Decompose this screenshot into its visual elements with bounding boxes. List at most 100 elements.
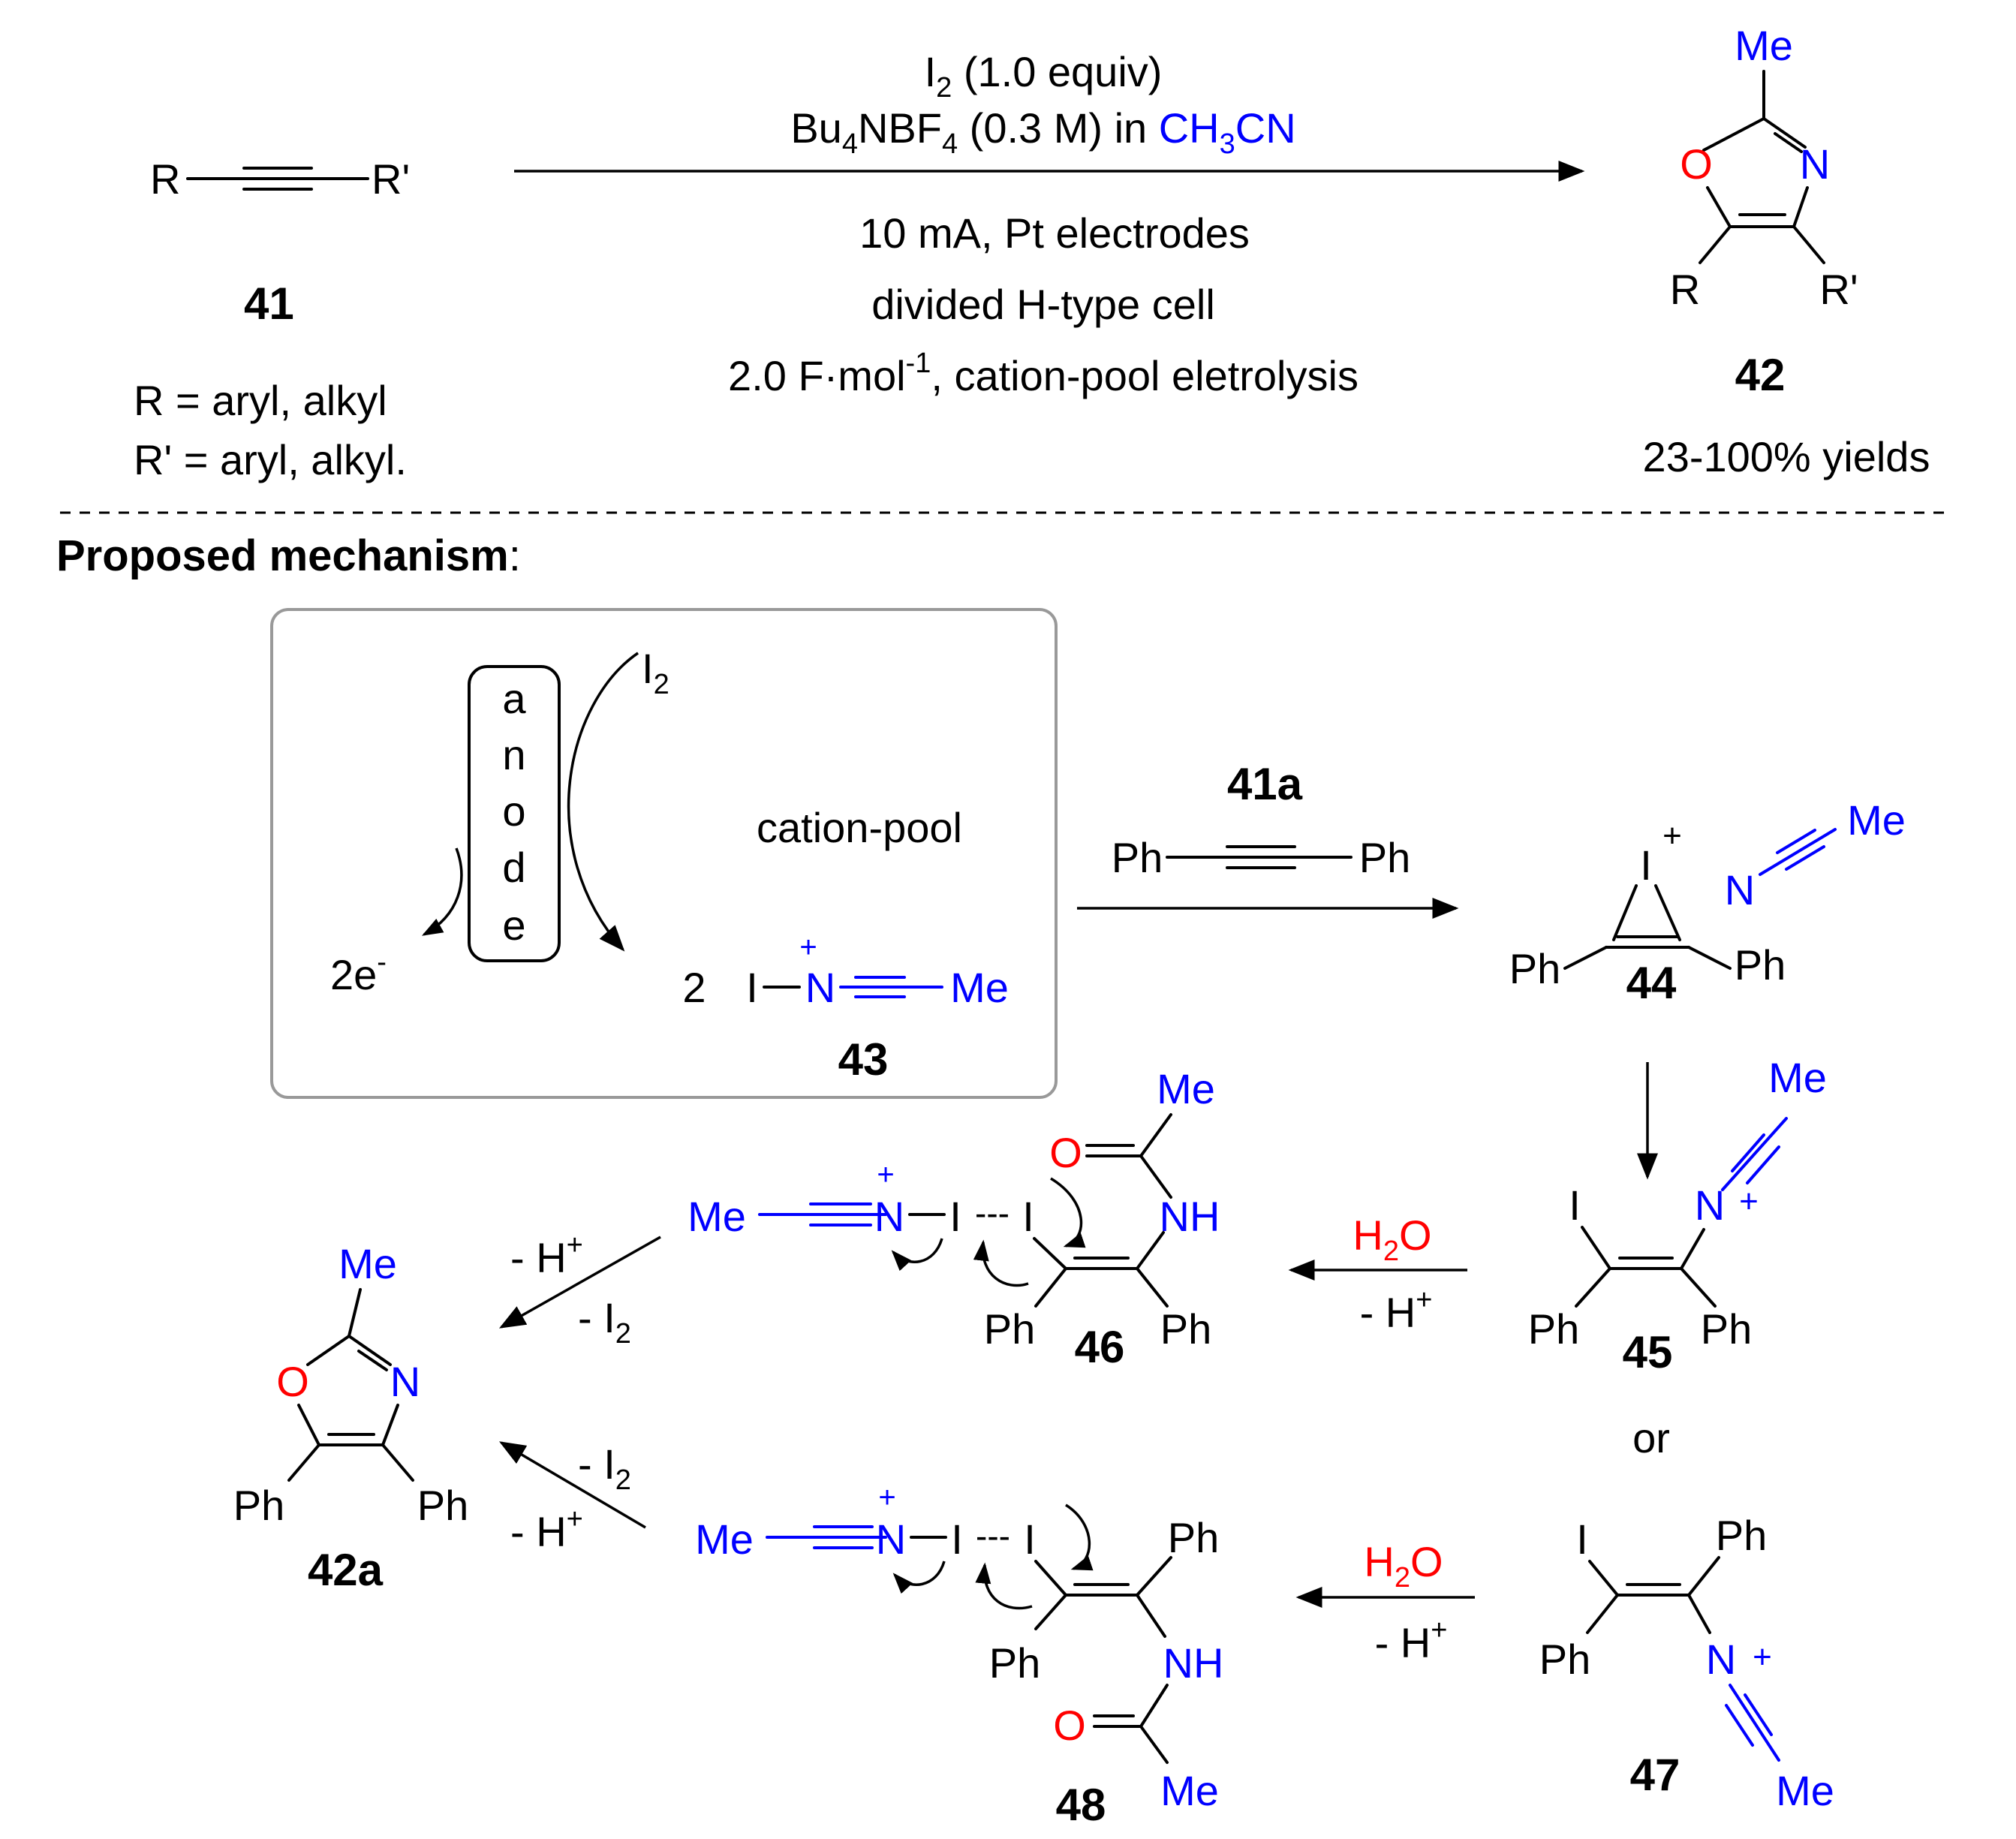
bond-C-Ph: [1034, 1594, 1067, 1630]
charge-plus: +: [1739, 1183, 1759, 1220]
proton-loss: - H+: [1375, 1615, 1448, 1666]
atom-R: R: [1670, 266, 1700, 313]
bond-C-Ph: [1687, 946, 1732, 970]
intermediate-48: Me N + I --- I Ph Ph NH O Me 48: [695, 1481, 1223, 1830]
atom-Me: Me: [695, 1515, 754, 1563]
bond-C-Ph: [1563, 946, 1608, 970]
product-42-oxazole: Me O N R R' 42 23-100% yields: [1643, 22, 1930, 480]
bond-N3-C4: [381, 1404, 399, 1446]
electrons-text: 2e-: [330, 947, 387, 998]
atom-Me: Me: [1776, 1767, 1834, 1814]
anode-electrode: [468, 665, 561, 962]
atom-NH: NH: [1160, 1193, 1220, 1240]
step-46-to-42a: - H+ - I2: [498, 1230, 661, 1350]
bond-N-C: [1139, 1154, 1172, 1199]
nitrile-bond-upper: [1776, 829, 1816, 854]
bond-N3-C4: [1792, 186, 1809, 228]
atom-O: O: [1680, 140, 1713, 188]
step-48-to-42a: - I2 - H+: [498, 1440, 646, 1555]
bond-I-C: [1588, 1560, 1619, 1597]
bond-C-Ph: [1687, 1556, 1720, 1597]
atom-I: I: [951, 1515, 963, 1563]
proton-loss: - H+: [1360, 1284, 1433, 1336]
atom-Me: Me: [1735, 22, 1793, 69]
anode-letter-e: e: [502, 901, 525, 949]
halogen-bond-dashes: ---: [975, 1193, 1010, 1233]
bond-I-C: [1034, 1560, 1067, 1597]
atom-O: O: [1053, 1702, 1086, 1749]
anode-letter-d: d: [502, 844, 525, 891]
bond-I-C: [1033, 1237, 1067, 1270]
anode-letter-o: o: [502, 787, 525, 835]
atom-I: I: [1576, 1515, 1588, 1563]
bond-C2-N3: [1762, 117, 1807, 149]
atom-NH: NH: [1163, 1639, 1224, 1687]
bond-C2-N3-double: [1774, 132, 1803, 153]
intermediate-46: Me N + I --- I NH O Me Ph Ph 46: [688, 1065, 1220, 1372]
halogen-bond-dashes: ---: [976, 1516, 1010, 1555]
stoich-two: 2: [682, 964, 706, 1011]
product-42a-oxazole: Me O N Ph Ph 42a: [233, 1240, 469, 1595]
compound-label-42: 42: [1735, 350, 1786, 400]
bond-C2-N3-double: [357, 1350, 388, 1371]
step-addition-41a: 41a Ph Ph: [1077, 759, 1459, 919]
nitrilium-45: I N + Me Ph Ph 45: [1528, 1054, 1827, 1377]
atom-N: N: [1725, 866, 1755, 913]
atom-I: I: [1024, 1515, 1036, 1563]
nitrile-bond-lower: [1746, 1145, 1780, 1184]
compound-label-41: 41: [244, 278, 294, 329]
bond-C-Ph: [1586, 1594, 1619, 1634]
bond-O1-C5: [1706, 186, 1732, 228]
nitrile-bond-upper: [1731, 1133, 1765, 1172]
reaction-conditions: I2 (1.0 equiv) Bu4NBF4 (0.3 M) in CH3CN …: [514, 48, 1585, 399]
bond-C2-O1: [1702, 117, 1765, 152]
bond-C4-Ph: [381, 1443, 414, 1482]
bond-C-Ph: [1136, 1267, 1169, 1308]
curly-arrow-C-to-I: [1065, 1503, 1094, 1571]
compound-label-42a: 42a: [308, 1545, 384, 1595]
condition-cell: divided H-type cell: [871, 281, 1215, 328]
atom-Me: Me: [1768, 1054, 1827, 1101]
atom-I: I: [1022, 1193, 1034, 1240]
bond-C-N: [1687, 1594, 1711, 1634]
arrow-48-to-42a: [498, 1441, 646, 1529]
water-reagent: H2O: [1364, 1538, 1443, 1594]
atom-I: I: [949, 1193, 961, 1240]
charge-plus: +: [877, 1158, 894, 1191]
atom-Me: Me: [1157, 1065, 1215, 1112]
nitrile-bond: [1721, 1117, 1788, 1191]
atom-I: I: [1640, 841, 1652, 889]
bond-I-C: [1581, 1226, 1611, 1270]
arrow-46-to-42a: [498, 1236, 661, 1329]
bond-O1-C5: [297, 1404, 320, 1446]
nitrilium-47: I Ph Ph N + Me 47: [1539, 1512, 1834, 1814]
condition-iodine: I2 (1.0 equiv): [925, 48, 1163, 104]
curly-arrow-C-to-I: [973, 1239, 1029, 1287]
bond-C4-R-prime: [1792, 225, 1825, 264]
atom-N: N: [805, 964, 835, 1011]
atom-I: I: [1569, 1181, 1581, 1229]
atom-O: O: [276, 1358, 309, 1405]
atom-N: N: [874, 1193, 904, 1240]
substituent-R-definition: R = aryl, alkyl: [134, 377, 387, 424]
bond-I-C: [1612, 884, 1638, 941]
atom-Ph: Ph: [1528, 1305, 1580, 1353]
atom-N: N: [876, 1515, 906, 1563]
bond-C-NH: [1136, 1231, 1165, 1270]
atom-Me: Me: [950, 964, 1009, 1011]
bond-C2-Me: [348, 1288, 362, 1338]
electron-release-arrow: [421, 847, 463, 936]
atom-Ph: Ph: [1160, 1305, 1212, 1353]
water-reagent: H2O: [1353, 1211, 1431, 1267]
iodine-oxidation-arrow: [567, 652, 639, 952]
step-hydration-45: H2O - H+: [1288, 1211, 1467, 1336]
nitrile-bond: [1759, 828, 1837, 876]
atom-R-prime: R': [1819, 266, 1858, 313]
compound-label-45: 45: [1623, 1327, 1673, 1377]
step-hydration-47: H2O - H+: [1295, 1538, 1475, 1666]
compound-label-46: 46: [1075, 1322, 1125, 1372]
atom-N: N: [390, 1358, 420, 1405]
atom-Ph: Ph: [1168, 1514, 1220, 1561]
compound-label-48: 48: [1056, 1780, 1106, 1830]
bond-C-Ph: [1575, 1267, 1611, 1308]
